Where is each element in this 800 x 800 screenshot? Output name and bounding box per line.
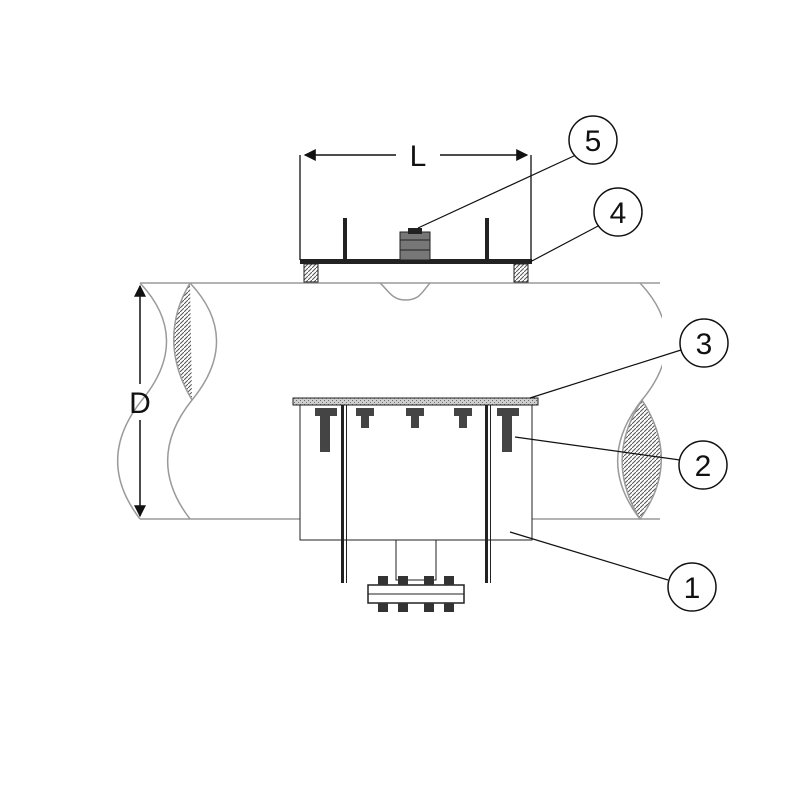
top-clamp — [300, 218, 532, 283]
callout-4: 4 — [529, 187, 643, 263]
callout-1: 1 — [509, 531, 717, 612]
dimension-d: D — [129, 284, 151, 518]
callout-2: 2 — [514, 436, 728, 490]
callout-3: 3 — [529, 318, 729, 399]
callout-5: 5 — [417, 115, 618, 229]
bottom-clamp — [292, 397, 539, 612]
top-stud-right — [485, 218, 489, 260]
top-stud-left — [343, 218, 347, 260]
pipe-hole — [379, 282, 431, 301]
gasket — [292, 397, 539, 406]
dimension-l-label: L — [410, 140, 427, 173]
pipe-right-break-inner — [621, 398, 662, 521]
pipe-left-break-inner — [173, 282, 193, 401]
callout-4-label: 4 — [610, 197, 627, 230]
pipe — [117, 270, 702, 540]
bolts — [315, 408, 519, 452]
callout-3-label: 3 — [696, 328, 713, 361]
callout-1-label: 1 — [684, 572, 701, 605]
callout-2-label: 2 — [695, 450, 712, 483]
dimension-d-label: D — [129, 387, 151, 420]
callout-5-label: 5 — [585, 125, 602, 158]
dimension-l: L — [299, 140, 532, 260]
top-fitting — [399, 231, 431, 261]
top-plate — [300, 259, 532, 264]
